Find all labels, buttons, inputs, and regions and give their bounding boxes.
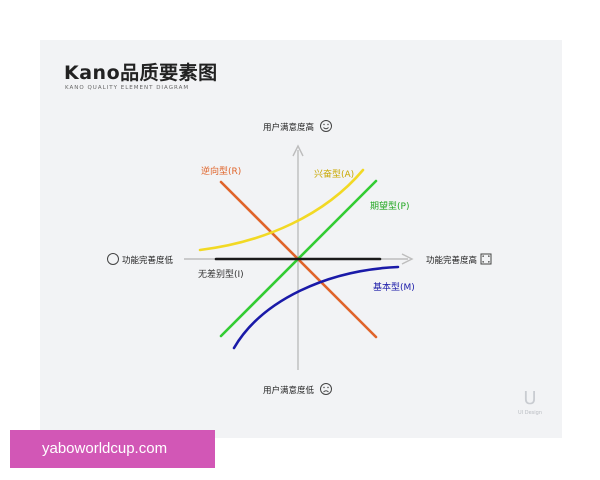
horizontal-axis-arrow (401, 253, 414, 265)
page-title: Kano品质要素图 (64, 62, 218, 84)
full-square-icon (480, 253, 492, 265)
axis-label-top: 用户满意度高 (263, 123, 315, 133)
label-indifferent: 无差别型(I) (198, 270, 244, 280)
label-reverse: 逆向型(R) (201, 167, 242, 177)
watermark-text: UI Design (518, 410, 542, 416)
label-must-be: 基本型(M) (373, 283, 415, 293)
site-banner[interactable]: yaboworldcup.com (10, 430, 215, 468)
curve-attractive (198, 168, 365, 252)
watermark: U UI Design (508, 388, 552, 417)
empty-circle-icon (107, 253, 119, 265)
smile-icon (320, 120, 332, 132)
axis-label-bottom: 用户满意度低 (263, 386, 315, 396)
label-attractive: 兴奋型(A) (314, 170, 355, 180)
diagram-card (40, 40, 562, 438)
frown-icon (320, 383, 332, 395)
label-performance: 期望型(P) (370, 202, 410, 212)
axis-label-right: 功能完善度高 (426, 256, 478, 266)
watermark-logo: U (523, 388, 537, 409)
vertical-axis-arrow (292, 144, 304, 157)
page-subtitle: KANO QUALITY ELEMENT DIAGRAM (65, 85, 190, 91)
banner-text: yaboworldcup.com (42, 440, 168, 457)
axis-label-left: 功能完善度低 (122, 256, 174, 266)
curve-must-be (232, 265, 400, 350)
